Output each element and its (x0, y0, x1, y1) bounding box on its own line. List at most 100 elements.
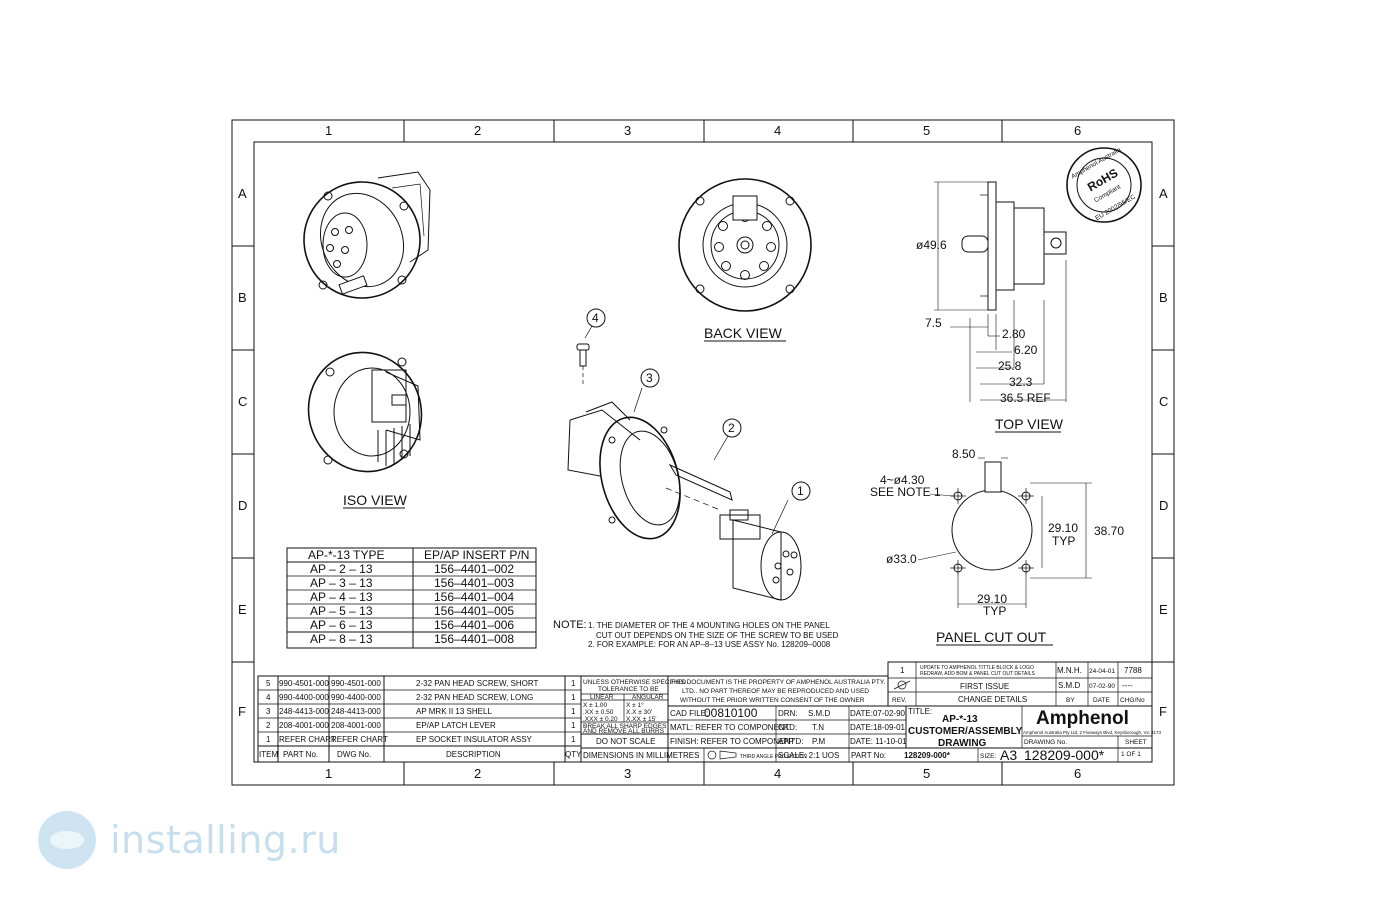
drawing-no-value: 128209-000* (1024, 747, 1105, 763)
top-view-label: TOP VIEW (995, 416, 1064, 432)
panel-dim-typ-h: TYP (983, 604, 1006, 618)
top-dim-25-8: 25.8 (998, 359, 1022, 373)
balloon-2-text: 2 (728, 421, 735, 435)
panel-dim-see-note: SEE NOTE 1 (870, 485, 941, 499)
watermark-logo-icon (38, 811, 96, 869)
zone-row-a-right: A (1159, 186, 1168, 201)
bom-cell: 2 (266, 721, 271, 730)
bom-cell: 208-4001-000 (331, 721, 381, 730)
appd-value: P.M (812, 737, 826, 746)
balloon-1: 1 (791, 481, 811, 501)
panel-dim-8-50: 8.50 (952, 447, 976, 461)
zone-row-f-left: F (238, 704, 246, 719)
zone-row-c-right: C (1159, 394, 1168, 409)
zone-col-1-top: 1 (325, 123, 332, 138)
rev0-chg: ---- (1122, 681, 1133, 690)
rev1-text-2: REDRAW, ADD BOM & PANEL CUT OUT DETAILS (920, 671, 1036, 677)
top-dim-32-3: 32.3 (1009, 375, 1033, 389)
zone-row-b-right: B (1159, 290, 1168, 305)
rev0-by: S.M.D (1058, 681, 1080, 690)
zone-col-2-top: 2 (474, 123, 481, 138)
zone-row-a-left: A (238, 186, 247, 201)
matl-label: MATL: REFER TO COMPONENT (670, 723, 790, 732)
exploded-assembly-drawing (567, 325, 802, 601)
bom-cell: EP SOCKET INSULATOR ASSY (416, 735, 533, 744)
bom-cell: EP/AP LATCH LEVER (416, 721, 496, 730)
tolerance-angular: ANGULAR (632, 694, 664, 701)
type-table (286, 547, 537, 649)
notes-line-3: 2. FOR EXAMPLE: FOR AN AP–8–13 USE ASSY … (588, 640, 831, 649)
panel-cutout-label: PANEL CUT OUT (936, 629, 1047, 645)
iso-view-back-drawing (307, 351, 423, 473)
drn-label: DRN: (778, 709, 798, 718)
tolerance-burrs-2: AND REMOVE ALL BURRS (583, 728, 665, 735)
rev-header-details: CHANGE DETAILS (958, 695, 1027, 704)
top-dim-diameter: ø49.6 (916, 238, 947, 252)
type-table-cell: 156–4401–003 (434, 576, 514, 590)
zone-row-e-left: E (238, 602, 247, 617)
zone-col-3-top: 3 (624, 123, 631, 138)
top-view-drawing (934, 181, 1067, 402)
tolerance-title-2: TOLERANCE TO BE (598, 686, 659, 693)
panel-cutout-drawing (917, 457, 1092, 608)
cad-file-value: 00810100 (704, 706, 758, 720)
type-table-cell: AP – 6 – 13 (310, 618, 373, 632)
zone-row-d-right: D (1159, 498, 1168, 513)
bom-cell: REFER CHART (331, 735, 388, 744)
bom-header-description: DESCRIPTION (446, 750, 501, 759)
tolerance-linear: LINEAR (590, 694, 614, 701)
bom-header-item: ITEM (259, 750, 278, 759)
bom-cell: 990-4501-000 (331, 679, 381, 688)
rev-header-date: DATE (1093, 697, 1111, 704)
rev0-date: 07-02-90 (1089, 683, 1115, 690)
watermark: installing.ru (38, 810, 341, 870)
bom-header-part: PART No. (283, 750, 318, 759)
zone-col-1-bottom: 1 (325, 766, 332, 781)
projection-label: THIRD ANGLE PROJECTION (740, 754, 807, 760)
ckd-date: DATE:18-09-01 (850, 723, 906, 732)
zone-row-f-right: F (1159, 704, 1167, 719)
scale-label: SCALE: 2:1 UOS (778, 751, 839, 760)
part-no-label: PART No: (851, 751, 886, 760)
zone-col-6-bottom: 6 (1074, 766, 1081, 781)
title-line-3: DRAWING (938, 738, 987, 749)
tolerance-lin-1: X ± 1.00 (583, 702, 608, 709)
notes-label: NOTE: (553, 619, 587, 631)
top-dim-2-80: 2.80 (1002, 327, 1026, 341)
type-table-header-type: AP-*-13 TYPE (308, 548, 384, 562)
company-logo-text: Amphenol (1036, 708, 1129, 729)
iso-view-label: ISO VIEW (343, 492, 408, 508)
panel-dim-33-0: ø33.0 (886, 552, 917, 566)
type-table-cell: AP – 5 – 13 (310, 604, 373, 618)
notes-line-2: CUT OUT DEPENDS ON THE SIZE OF THE SCREW… (596, 631, 838, 640)
zone-row-c-left: C (238, 394, 247, 409)
zone-col-5-bottom: 5 (923, 766, 930, 781)
rohs-stamp: Amphenol Australia RoHS Compliant EU 200… (1066, 146, 1142, 223)
bom-cell: 1 (571, 735, 576, 744)
notes-line-1: 1. THE DIAMETER OF THE 4 MOUNTING HOLES … (588, 621, 830, 630)
balloon-3: 3 (640, 368, 660, 388)
bom-cell: 1 (571, 693, 576, 702)
rev-header-chg: CHG/No (1120, 697, 1145, 704)
zone-col-2-bottom: 2 (474, 766, 481, 781)
sheet-label: SHEET (1125, 739, 1147, 746)
bom-cell: 1 (266, 735, 271, 744)
type-table-cell: AP – 2 – 13 (310, 562, 373, 576)
tolerance-ang-3: X.XX ± 15' (626, 716, 656, 723)
type-table-cell: 156–4401–002 (434, 562, 514, 576)
zone-row-b-left: B (238, 290, 247, 305)
size-label: SIZE: (980, 753, 996, 760)
ckd-value: T.N (812, 723, 824, 732)
balloon-4-text: 4 (592, 311, 599, 325)
bom-cell: 1 (571, 707, 576, 716)
tolerance-block (580, 675, 669, 763)
rev-header-by: BY (1066, 697, 1075, 704)
panel-dim-29-10-h: 29.10 (977, 592, 1007, 606)
sheet-value: 1 OF 1 (1121, 751, 1141, 758)
panel-dim-holes: 4~ø4.30 (880, 473, 925, 487)
bom-cell: 4 (266, 693, 271, 702)
type-table-cell: AP – 3 – 13 (310, 576, 373, 590)
drn-date: DATE:07-02-90 (850, 709, 906, 718)
rev0-text: FIRST ISSUE (960, 682, 1009, 691)
